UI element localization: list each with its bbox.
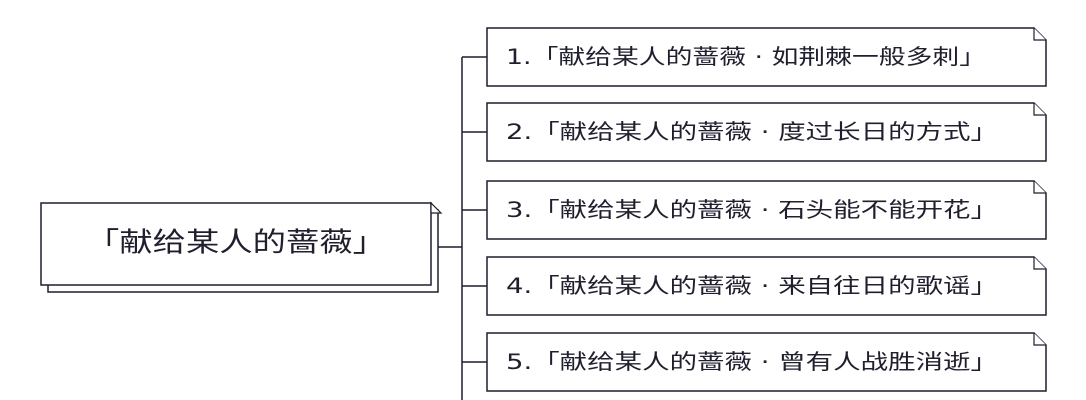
child-node-1-box <box>486 27 1047 87</box>
child-node-5-fold <box>1033 333 1046 346</box>
child-node-5-label: 5.「献给某人的蔷薇 · 曾有人战胜消逝」 <box>506 350 998 374</box>
child-node-3[interactable]: 3.「献给某人的蔷薇 · 石头能不能开花」 <box>486 180 1047 240</box>
root-node[interactable]: 「献给某人的蔷薇」 <box>40 201 443 293</box>
root-node-box <box>40 202 432 286</box>
child-node-3-fold <box>1033 181 1046 194</box>
child-node-2[interactable]: 2.「献给某人的蔷薇 · 度过长日的方式」 <box>486 102 1047 162</box>
root-node-label: 「献给某人的蔷薇」 <box>86 228 386 259</box>
child-node-2-fold <box>1033 103 1046 116</box>
child-node-5[interactable]: 5.「献给某人的蔷薇 · 曾有人战胜消逝」 <box>486 332 1047 392</box>
child-node-4-label: 4.「献给某人的蔷薇 · 来自往日的歌谣」 <box>506 274 998 298</box>
child-node-5-box <box>486 332 1047 392</box>
child-node-4-box <box>486 256 1047 316</box>
root-fold-corner <box>430 201 443 214</box>
child-node-4-fold <box>1033 257 1046 270</box>
child-node-1-label: 1.「献给某人的蔷薇 · 如荆棘一般多刺」 <box>506 45 986 69</box>
connector-lines <box>438 56 487 400</box>
child-node-1[interactable]: 1.「献给某人的蔷薇 · 如荆棘一般多刺」 <box>486 27 1047 87</box>
child-node-3-box <box>486 180 1047 240</box>
child-node-3-label: 3.「献给某人的蔷薇 · 石头能不能开花」 <box>506 198 998 222</box>
child-node-4[interactable]: 4.「献给某人的蔷薇 · 来自往日的歌谣」 <box>486 256 1047 316</box>
child-node-2-label: 2.「献给某人的蔷薇 · 度过长日的方式」 <box>506 120 998 144</box>
child-node-2-box <box>486 102 1047 162</box>
child-node-1-fold <box>1033 28 1046 41</box>
